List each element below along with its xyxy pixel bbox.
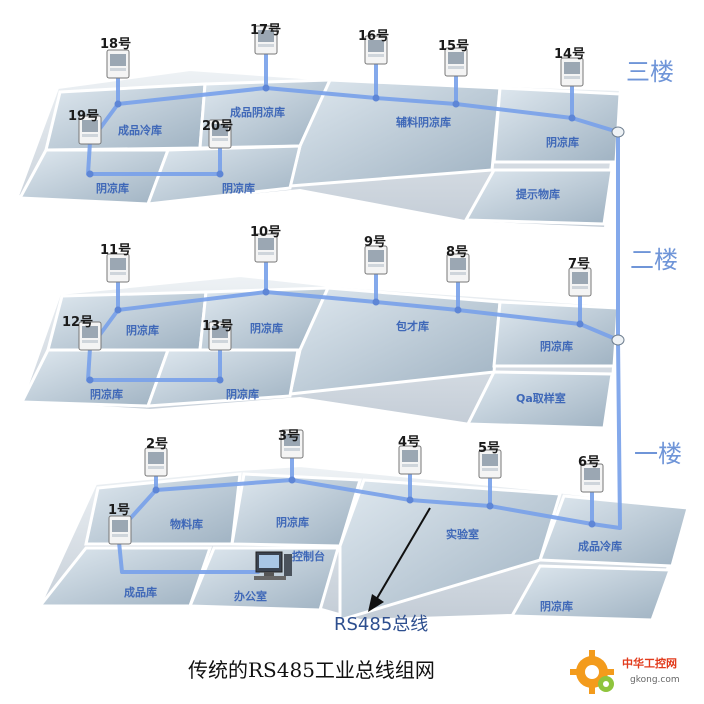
room-label: 物料库 [170, 517, 203, 531]
room-label: 阴凉库 [222, 181, 255, 195]
bus-pointer [368, 507, 431, 612]
room-label: 控制台 [292, 549, 325, 563]
room-label: 阴凉库 [250, 321, 283, 335]
thermostat-icon [560, 57, 584, 87]
floor-3: 成品冷库 成品阴凉库 辅料阴凉库 阴凉库 阴凉库 阴凉库 提示物库 三楼 [16, 58, 674, 230]
thermostat-icon [144, 447, 168, 477]
node-label-13: 13号 [202, 319, 233, 334]
room-label: 辅料阴凉库 [396, 115, 451, 129]
riser-hole-2 [611, 334, 625, 346]
room-label: 成品冷库 [118, 123, 162, 137]
room-f2-7 [465, 370, 614, 430]
node-label-1: 1号 [108, 503, 130, 518]
watermark-name: 中华工控网 [622, 656, 677, 670]
floor-1: 物料库 阴凉库 实验室 成品冷库 成品库 办公室 阴凉库 控制台 一楼 [36, 440, 690, 623]
thermostat-icon [398, 445, 422, 475]
room-label: 阴凉库 [546, 135, 579, 149]
watermark-site: gkong.com [630, 675, 680, 685]
node-label-3: 3号 [278, 429, 300, 444]
room-label: 成品阴凉库 [230, 105, 285, 119]
room-label: 成品库 [124, 585, 157, 599]
room-label: 阴凉库 [540, 599, 573, 613]
node-label-14: 14号 [554, 47, 585, 62]
room-label: Qa取样室 [516, 391, 566, 405]
room-label: 阴凉库 [126, 323, 159, 337]
room-f3-3 [288, 78, 502, 188]
room-label: 阴凉库 [96, 181, 129, 195]
floor-label-1: 一楼 [634, 440, 682, 468]
room-f1-3 [338, 478, 562, 623]
thermostat-icon [108, 515, 132, 545]
room-f3-5 [17, 148, 171, 206]
floor-label-3: 三楼 [626, 58, 674, 86]
floor-2: 阴凉库 阴凉库 包才库 阴凉库 阴凉库 阴凉库 Qa取样室 二楼 [19, 246, 678, 430]
room-label: 提示物库 [516, 187, 560, 201]
node-label-2: 2号 [146, 437, 168, 452]
thermostat-icon [106, 49, 130, 79]
node-label-20: 20号 [202, 119, 233, 134]
bus-riser-2-1 [616, 338, 622, 530]
node-label-12: 12号 [62, 315, 93, 330]
node-label-5: 5号 [478, 441, 500, 456]
room-f1-7 [509, 564, 673, 622]
node-label-4: 4号 [398, 435, 420, 450]
room-label: 阴凉库 [276, 515, 309, 529]
thermostat-icon [568, 267, 592, 297]
room-f1-4 [537, 494, 690, 568]
room-label: 成品冷库 [578, 539, 622, 553]
node-label-18: 18号 [100, 37, 131, 52]
thermostat-icon [106, 253, 130, 283]
room-label: 实验室 [446, 527, 479, 541]
node-label-11: 11号 [100, 243, 131, 258]
room-f3-6 [145, 144, 302, 206]
room-f3-7 [463, 168, 614, 226]
bus-junctions [86, 84, 596, 536]
floor-label-2: 二楼 [630, 246, 678, 274]
node-label-9: 9号 [364, 235, 386, 250]
room-label: 办公室 [234, 589, 267, 603]
room-label: 包才库 [395, 319, 429, 333]
node-label-6: 6号 [578, 455, 600, 470]
room-f2-6 [145, 348, 300, 408]
room-label: 阴凉库 [90, 387, 123, 401]
node-label-7: 7号 [568, 257, 590, 272]
node-label-15: 15号 [438, 39, 469, 54]
riser-hole-3 [611, 126, 625, 138]
thermostat-icon [364, 245, 388, 275]
room-label: 阴凉库 [540, 339, 573, 353]
rs485-bus-label: RS485总线 [334, 614, 428, 635]
room-f2-3 [288, 286, 502, 396]
node-label-17: 17号 [250, 23, 281, 38]
gkong-watermark: 中华工控网 gkong.com [570, 650, 680, 694]
node-label-8: 8号 [446, 245, 468, 260]
control-pc-icon [254, 551, 292, 580]
node-label-10: 10号 [250, 225, 281, 240]
node-label-16: 16号 [358, 29, 389, 44]
gear-icon [570, 650, 614, 694]
room-label: 阴凉库 [226, 387, 259, 401]
diagram-caption: 传统的RS485工业总线组网 [188, 658, 435, 682]
node-label-19: 19号 [68, 109, 99, 124]
thermostat-nodes: 18号 17号 16号 15号 14号 19号 20号 11号 10号 9号 8… [62, 23, 604, 545]
